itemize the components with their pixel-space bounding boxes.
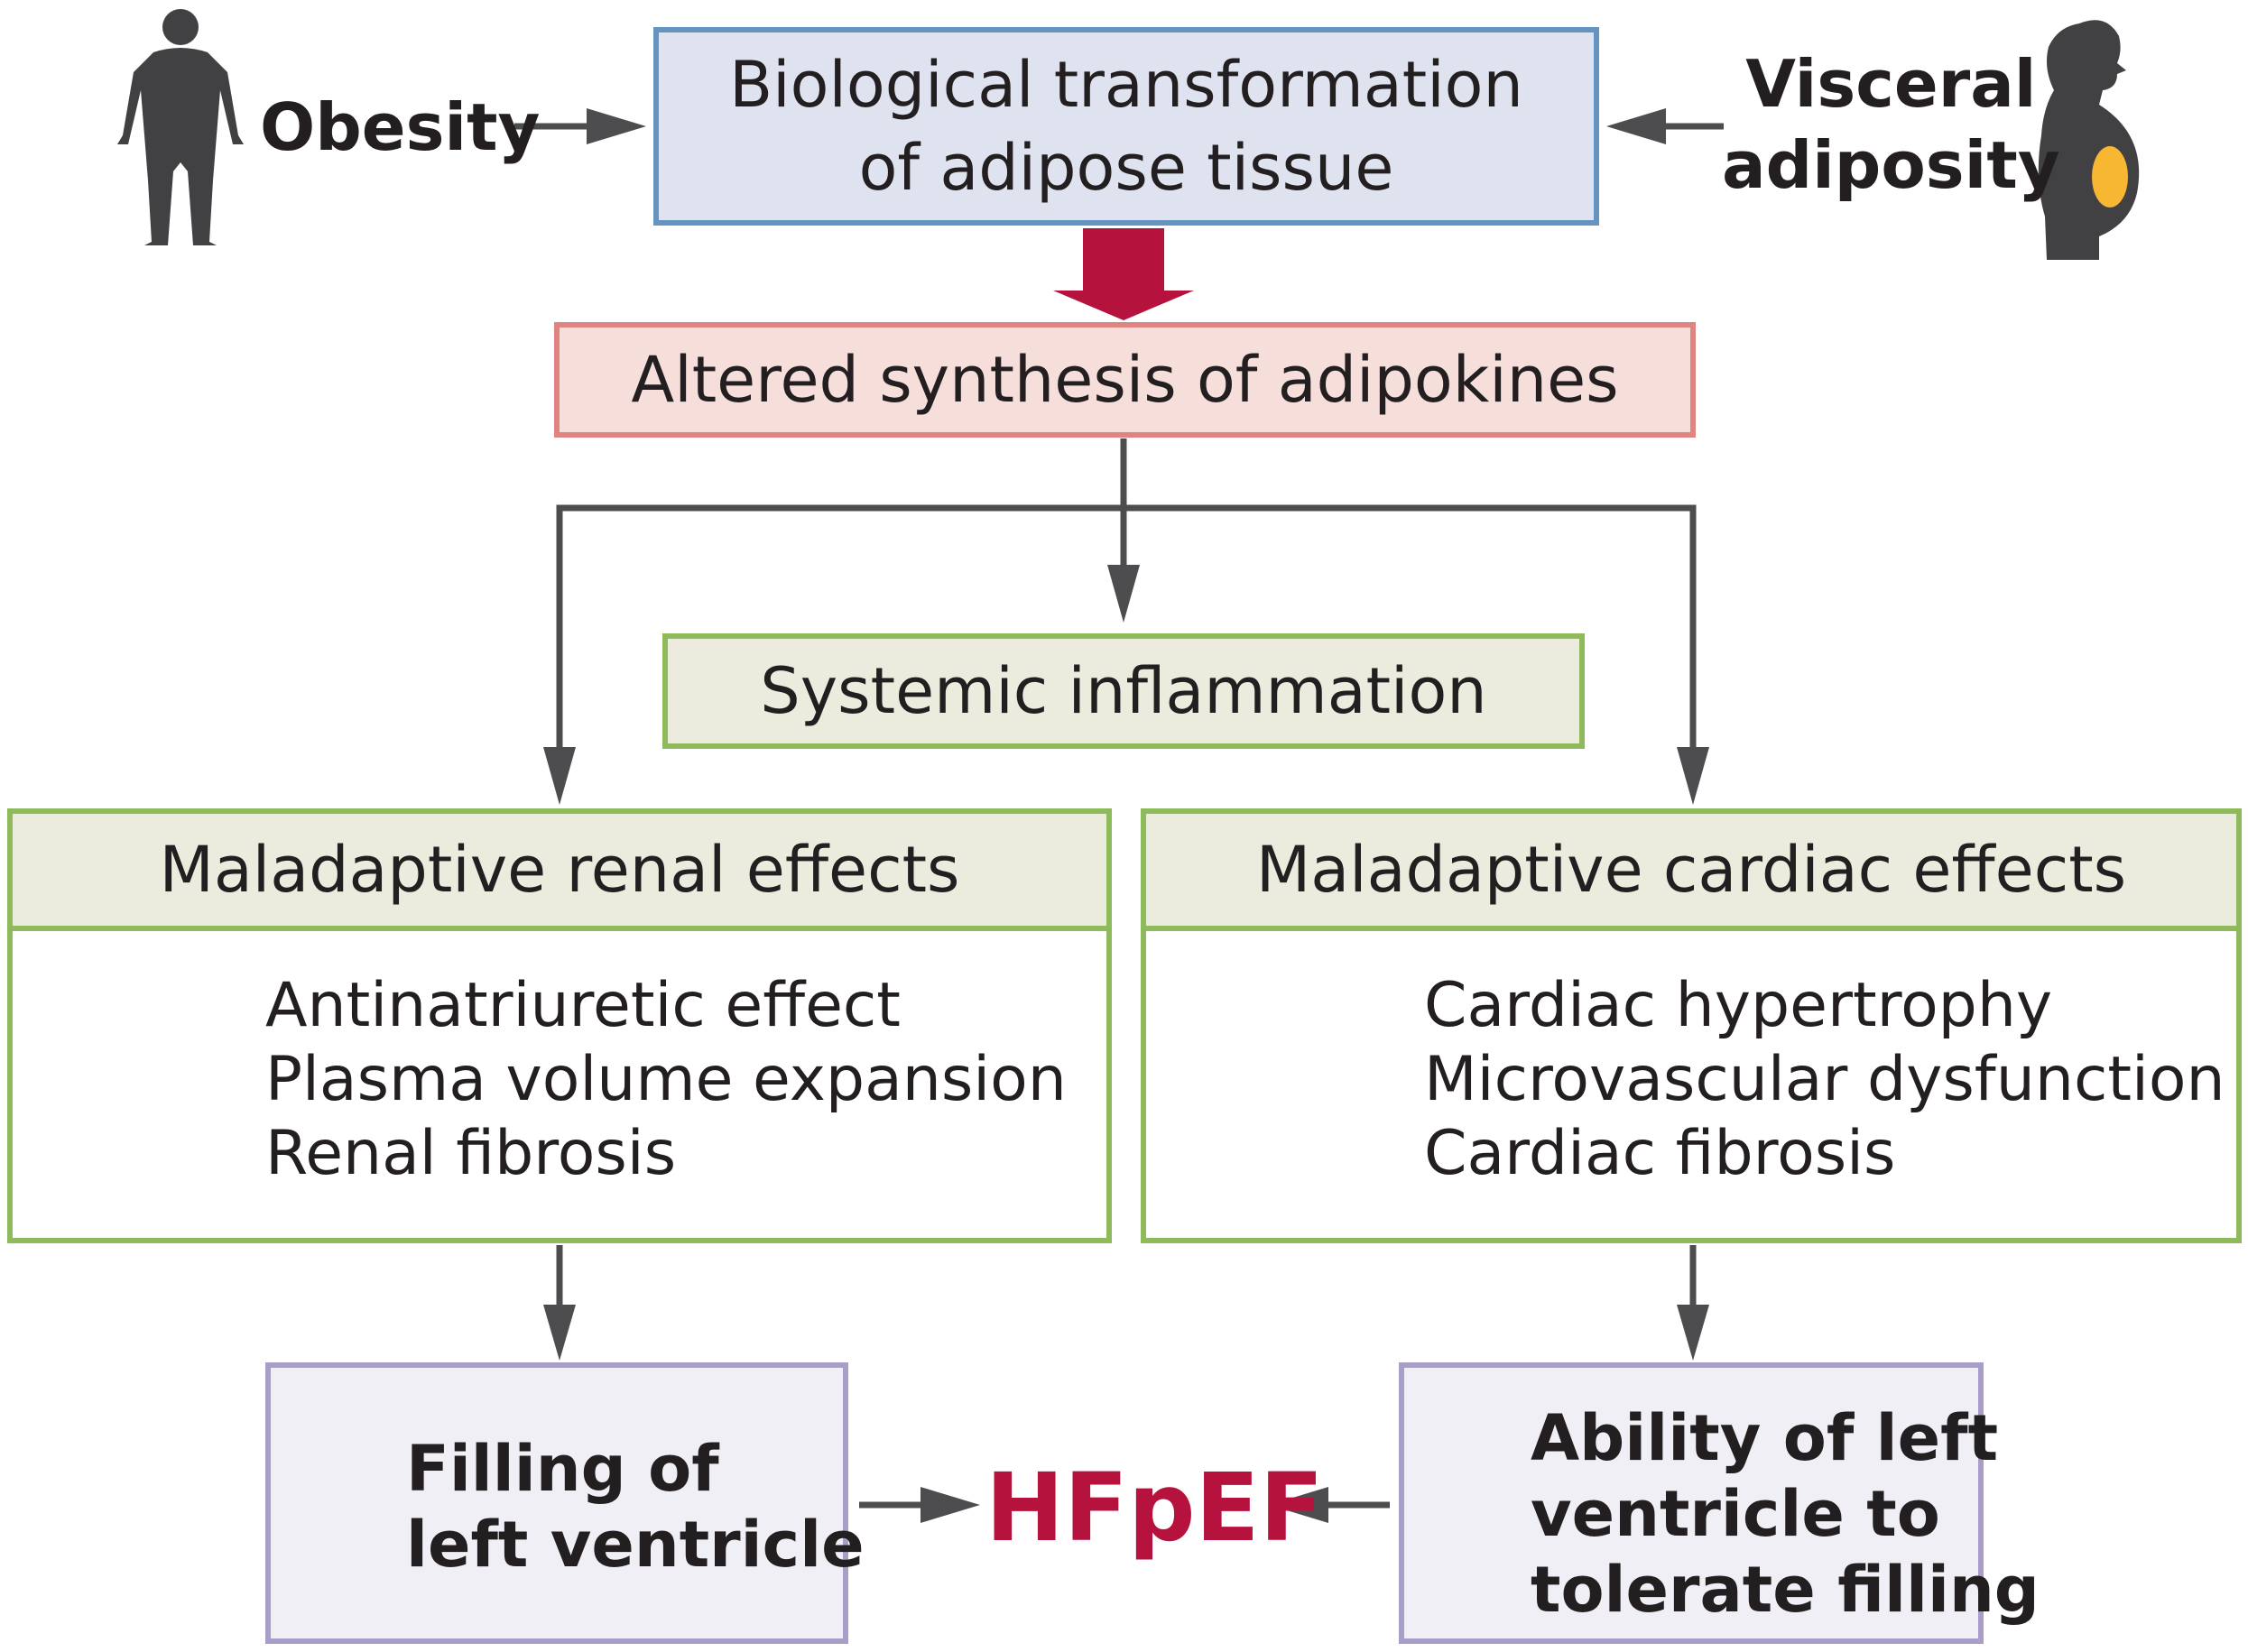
adipokines-text: Altered synthesis of adipokines (631, 343, 1619, 417)
hfpef-left-arrow-head (920, 1487, 980, 1523)
cardiac-effects-box: Maladaptive cardiac effects Cardiac hype… (1141, 808, 2242, 1243)
cardiac-item-1: Cardiac hypertrophy (1424, 970, 2053, 1041)
visceral-adiposity-label: Visceral adiposity (1722, 43, 2060, 206)
filling-text: Filling of left ventricle (406, 1431, 865, 1583)
biological-transformation-box: Biological transformation of adipose tis… (653, 27, 1599, 226)
renal-effects-list: Antinatriuretic effect Plasma volume exp… (265, 969, 1067, 1191)
cardiac-item-2: Microvascular dysfunction (1424, 1044, 2225, 1115)
renal-arrow-head (543, 747, 576, 805)
renal-item-2: Plasma volume expansion (265, 1044, 1067, 1115)
renal-branch (556, 504, 1124, 747)
filling-box: Filling of left ventricle (265, 1362, 865, 1644)
visceral-line-1: Visceral (1745, 46, 2037, 122)
adipokines-box: Altered synthesis of adipokines (554, 322, 1696, 438)
filling-line-2: left ventricle (406, 1508, 865, 1582)
inflammation-box: Systemic inflammation (662, 633, 1585, 749)
filling-line-1: Filling of (406, 1432, 719, 1506)
renal-effects-box: Maladaptive renal effects Antinatriureti… (7, 808, 1112, 1243)
inflammation-text: Systemic inflammation (760, 654, 1487, 728)
filling-arrow-head (543, 1305, 576, 1361)
ability-arrow-head (1677, 1305, 1709, 1361)
visceral-arrow-head (1606, 108, 1666, 144)
ability-box: Ability of left ventricle to tolerate fi… (1399, 1362, 2040, 1644)
ability-line-3: tolerate filling (1531, 1553, 2040, 1627)
ability-line-1: Ability of left (1531, 1401, 1999, 1475)
renal-item-3: Renal fibrosis (265, 1118, 677, 1189)
ability-text: Ability of left ventricle to tolerate fi… (1531, 1400, 2040, 1628)
obesity-text: Obesity (260, 89, 541, 165)
cardiac-branch (1124, 504, 1697, 747)
bio-line-2: of adipose tissue (858, 131, 1394, 205)
obesity-arrow-head (587, 108, 646, 144)
inflammation-arrow-head (1107, 565, 1140, 623)
person-silhouette-icon (117, 9, 244, 245)
hfpef-label: HFpEF (985, 1453, 1324, 1563)
visceral-line-2: adiposity (1722, 127, 2060, 203)
renal-item-1: Antinatriuretic effect (265, 970, 901, 1041)
cardiac-arrow-head (1677, 747, 1709, 805)
hfpef-right-arrow-head (1269, 1487, 1328, 1523)
obesity-label: Obesity (260, 87, 540, 168)
main-down-arrow-icon (1053, 228, 1194, 320)
bio-line-1: Biological transformation (729, 48, 1523, 122)
cardiac-item-3: Cardiac fibrosis (1424, 1118, 1896, 1189)
ability-line-2: ventricle to (1531, 1477, 1940, 1551)
belly-silhouette-icon (2038, 20, 2140, 261)
cardiac-effects-list: Cardiac hypertrophy Microvascular dysfun… (1424, 969, 2225, 1191)
renal-effects-title: Maladaptive renal effects (13, 814, 1106, 931)
cardiac-effects-title: Maladaptive cardiac effects (1146, 814, 2236, 931)
